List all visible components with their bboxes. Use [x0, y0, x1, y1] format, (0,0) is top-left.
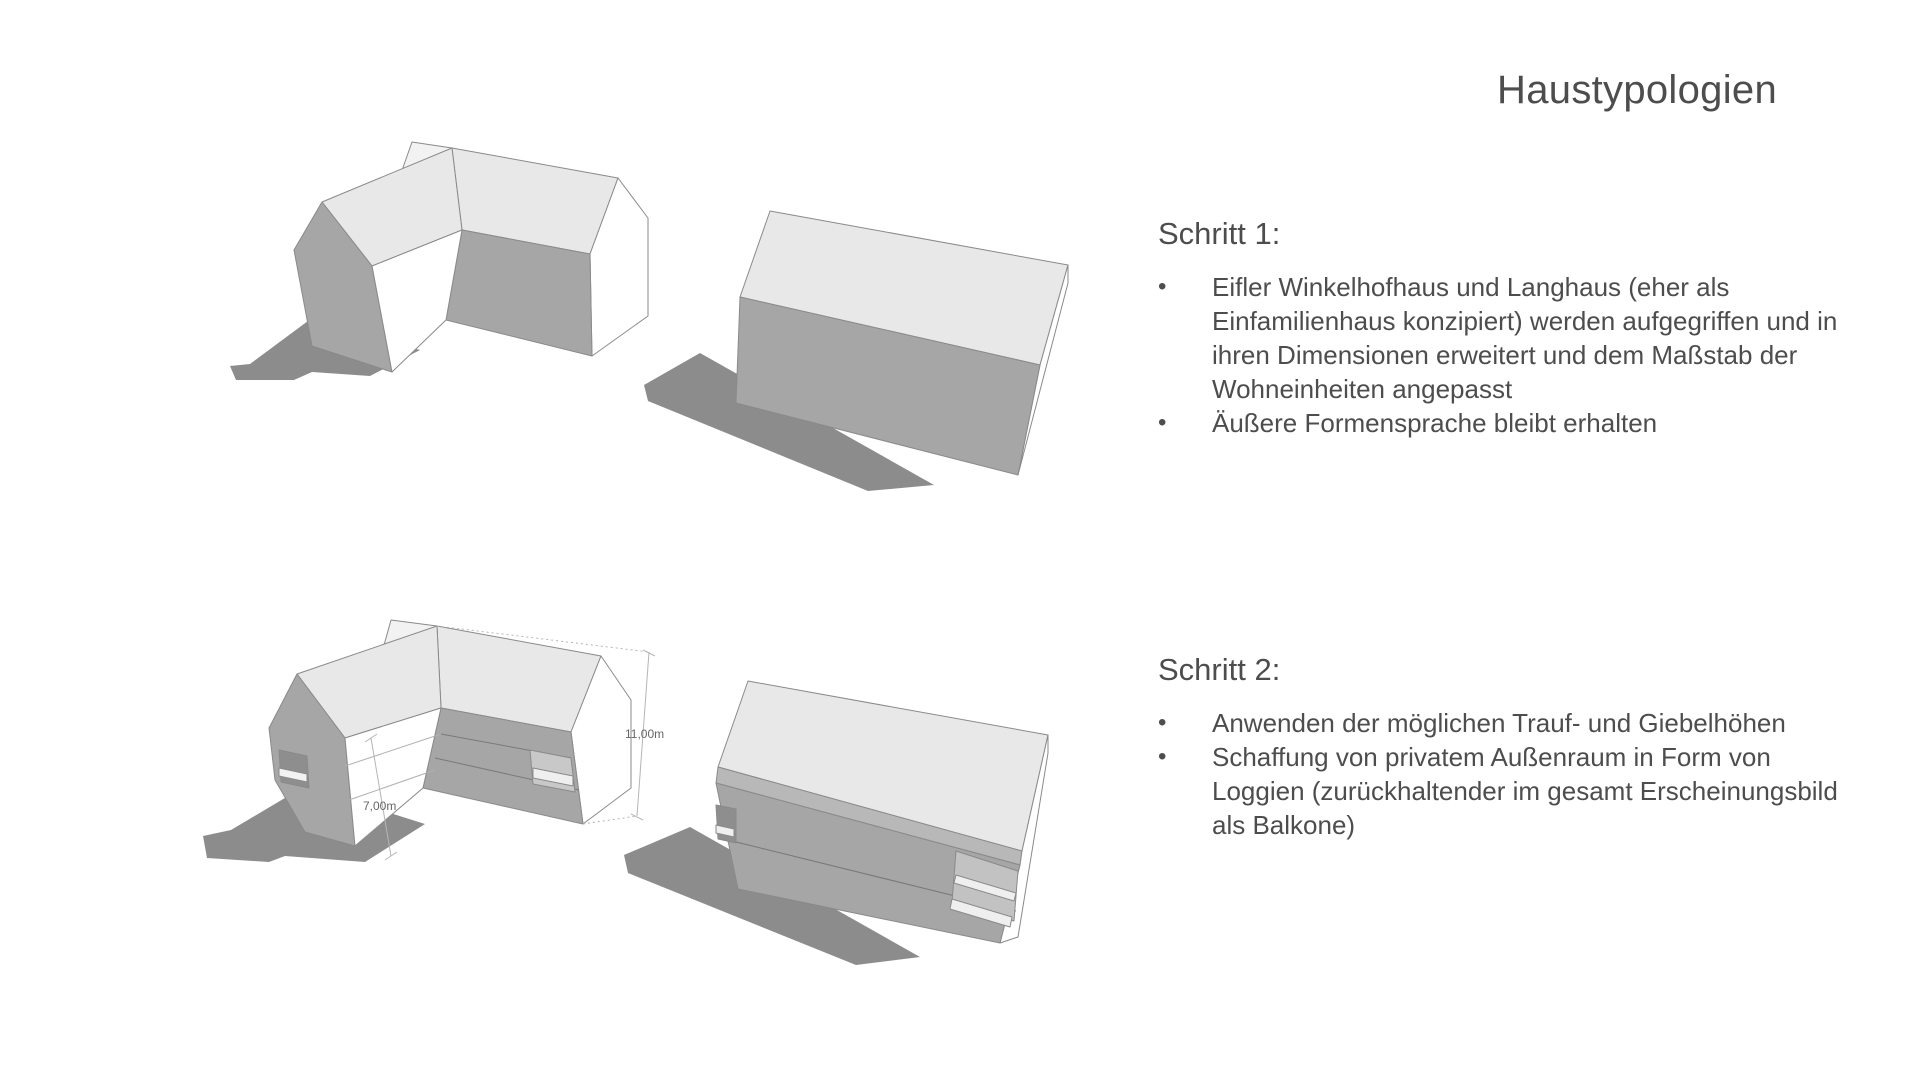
- winkelhofhaus-model: [230, 141, 649, 380]
- step-2: Schritt 2: Anwenden der möglichen Trauf-…: [1158, 652, 1838, 842]
- step-2-bullets: Anwenden der möglichen Trauf- und Giebel…: [1158, 706, 1838, 842]
- page-title: Haustypologien: [1497, 68, 1777, 112]
- ridge-height-label: 11,00m: [625, 727, 664, 741]
- step-1-bullets: Eifler Winkelhofhaus und Langhaus (eher …: [1158, 270, 1838, 440]
- langhaus-model: [644, 210, 1069, 491]
- step-1: Schritt 1: Eifler Winkelhofhaus und Lang…: [1158, 216, 1838, 440]
- list-item: Anwenden der möglichen Trauf- und Giebel…: [1158, 706, 1838, 740]
- step-2-heading: Schritt 2:: [1158, 652, 1281, 687]
- list-item: Eifler Winkelhofhaus und Langhaus (eher …: [1158, 270, 1838, 406]
- langhaus-loggia-model: [624, 680, 1049, 965]
- winkelhofhaus-loggia-model: 7,00m 11,00m: [203, 619, 664, 862]
- list-item: Schaffung von privatem Außenraum in Form…: [1158, 740, 1838, 842]
- eave-height-label: 7,00m: [363, 799, 396, 813]
- step-1-heading: Schritt 1:: [1158, 216, 1281, 251]
- list-item: Äußere Formensprache bleibt erhalten: [1158, 406, 1838, 440]
